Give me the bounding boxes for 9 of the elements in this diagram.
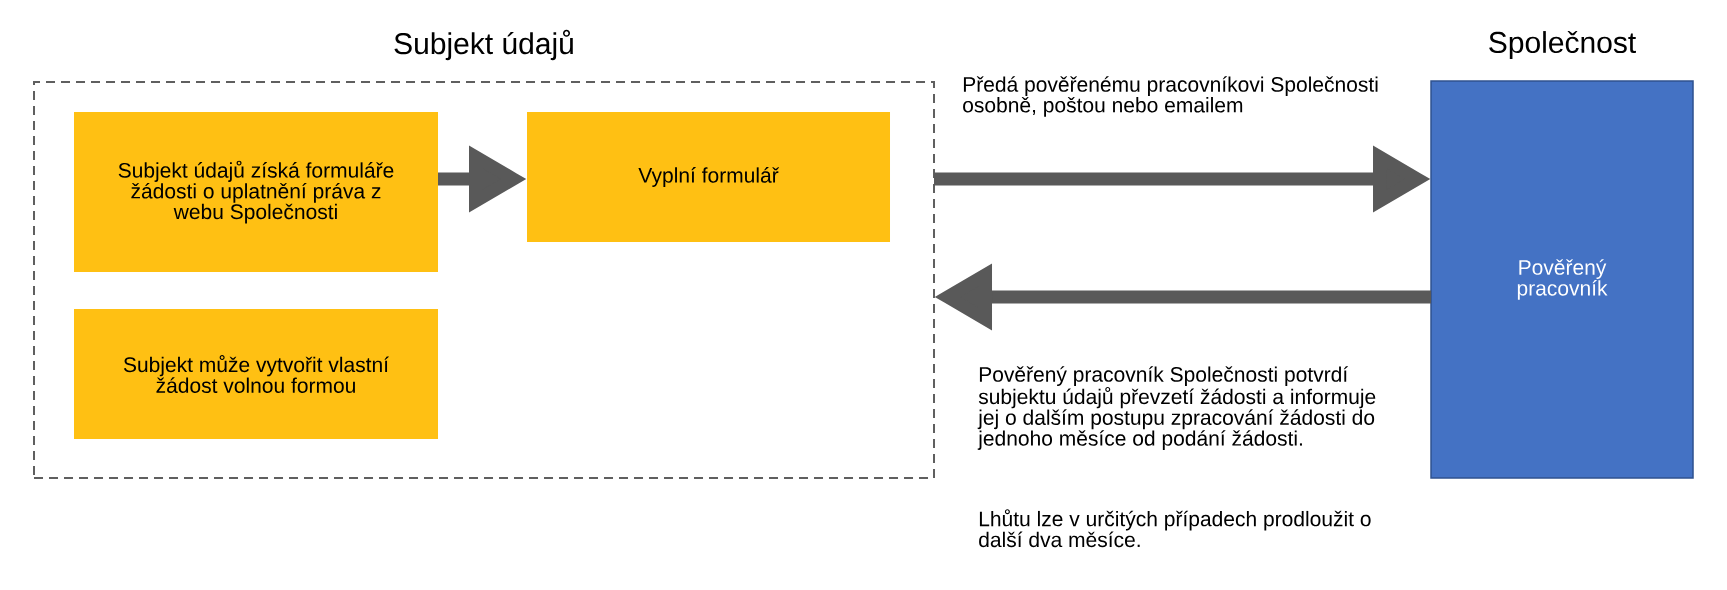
process-box: Subjekt může vytvořit vlastní žádost volnou formou — [74, 309, 438, 439]
column-heading: Subjekt údajů — [394, 29, 573, 61]
edge-label: Pověřený pracovník Společnosti potvrdí subjektu údajů převzetí žádosti a informuje jej o dalším postupu zpracování žádosti do jednoho měsíce od podání žádosti. — [977, 366, 1376, 450]
process-box: Vyplní formulář — [527, 112, 890, 242]
column-heading: Společnost — [1489, 30, 1636, 60]
process-box: Subjekt údajů získá formuláře žádosti o uplatnění práva z webu Společnosti — [74, 112, 438, 272]
edge-label: Předá pověřenému pracovníkovi Společnosti osobně, poštou nebo emailem — [963, 76, 1378, 117]
note-text: Lhůtu lze v určitých případech prodloužit o další dva měsíce. — [979, 509, 1371, 548]
role-box: Pověřený pracovník — [1430, 80, 1694, 479]
